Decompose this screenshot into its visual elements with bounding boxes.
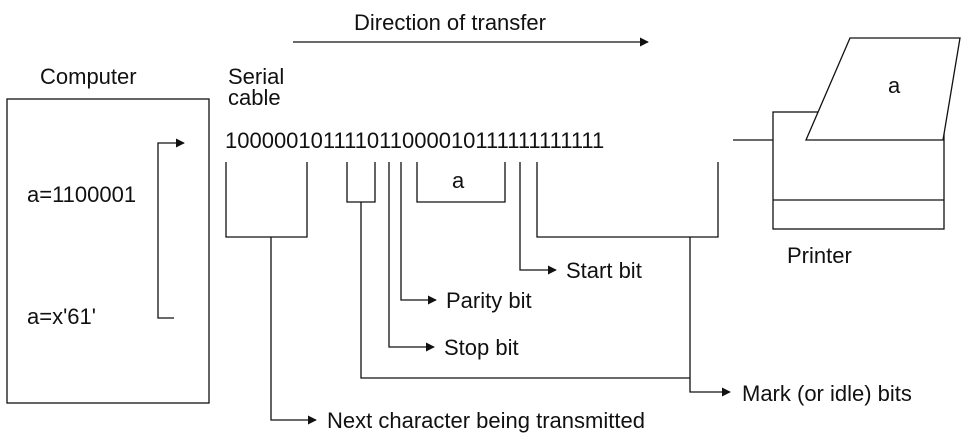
next-char-label: Next character being transmitted	[327, 408, 645, 433]
printer-paper-char: a	[888, 73, 901, 98]
mark-bits-bracket	[536, 162, 719, 238]
mark-bits-arrow	[689, 237, 731, 397]
bit-stream: 100000101111011000010111111111111	[225, 128, 604, 153]
stop-bit-bracket	[346, 162, 376, 203]
computer-label: Computer	[40, 64, 137, 89]
char-a-label: a	[452, 168, 465, 193]
mark-bits-left-line	[360, 202, 690, 379]
printer-label: Printer	[787, 243, 852, 268]
stop-bit-label: Stop bit	[444, 335, 519, 360]
direction-label: Direction of transfer	[354, 10, 546, 35]
computer-binary-value: a=1100001	[27, 182, 136, 207]
printer-paper	[805, 37, 961, 141]
stop-bit-arrow	[388, 162, 435, 352]
parity-bit-label: Parity bit	[446, 288, 532, 313]
computer-output-arrow	[157, 138, 185, 319]
char-a-bracket	[416, 162, 506, 203]
next-char-arrow	[270, 237, 317, 425]
parity-bit-arrow	[400, 162, 437, 305]
cable-label-line2: cable	[228, 85, 281, 110]
computer-box	[6, 98, 210, 404]
start-bit-arrow	[519, 162, 557, 275]
next-char-bracket	[225, 162, 308, 238]
start-bit-label: Start bit	[566, 258, 642, 283]
computer-hex-value: a=x'61'	[27, 304, 96, 329]
cable-label-line1: Serial	[228, 64, 284, 89]
mark-bits-label: Mark (or idle) bits	[742, 381, 912, 406]
